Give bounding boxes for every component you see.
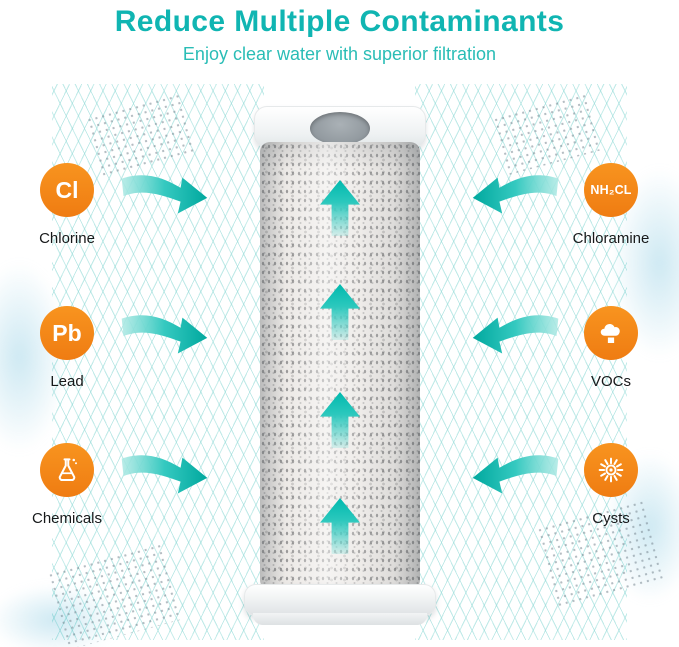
filter-cap-hole (310, 112, 370, 145)
lead-label: Lead (50, 373, 84, 390)
flow-arrow-right-2 (472, 315, 559, 354)
vocs-badge (584, 306, 638, 360)
filter-base (244, 584, 436, 616)
vocs-label: VOCs (590, 373, 631, 390)
chemicals-label: Chemicals (31, 510, 103, 527)
burst-icon (598, 457, 624, 483)
contaminant-cysts: Cysts (556, 443, 666, 527)
flow-arrow-left-1 (121, 175, 208, 214)
subtitle: Enjoy clear water with superior filtrati… (182, 44, 497, 64)
filter-base-lip (253, 613, 427, 625)
chlorine-symbol: Cl (55, 176, 79, 203)
smoke-icon (600, 324, 620, 343)
flask-icon (58, 458, 77, 481)
cysts-badge (584, 443, 638, 497)
up-flow-arrow-2 (320, 284, 360, 340)
flow-arrow-left-3 (121, 455, 208, 494)
chlorine-label: Chlorine (39, 230, 95, 247)
chloramine-symbol: NH₂CL (590, 183, 632, 197)
flow-arrow-left-2 (121, 315, 208, 354)
lead-symbol: Pb (52, 319, 82, 346)
contaminant-lead: Pb Lead (12, 306, 122, 390)
flow-arrow-right-3 (472, 455, 559, 494)
chloramine-badge: NH₂CL (584, 163, 638, 217)
flow-arrow-right-1 (472, 175, 559, 214)
chemicals-badge (40, 443, 94, 497)
contaminant-chemicals: Chemicals (12, 443, 122, 527)
up-flow-arrow-4 (320, 498, 360, 554)
filter-body (260, 142, 420, 590)
filter-cartridge (239, 104, 441, 629)
page-title: Reduce Multiple Contaminants (114, 5, 565, 38)
up-flow-arrow-1 (320, 180, 360, 236)
cysts-label: Cysts (592, 510, 630, 527)
lead-badge: Pb (40, 306, 94, 360)
contaminant-chlorine: Cl Chlorine (12, 163, 122, 247)
up-flow-arrow-3 (320, 392, 360, 448)
contaminant-vocs: VOCs (556, 306, 666, 390)
chloramine-label: Chloramine (572, 230, 650, 247)
contaminant-chloramine: NH₂CL Chloramine (556, 163, 666, 247)
chlorine-badge: Cl (40, 163, 94, 217)
